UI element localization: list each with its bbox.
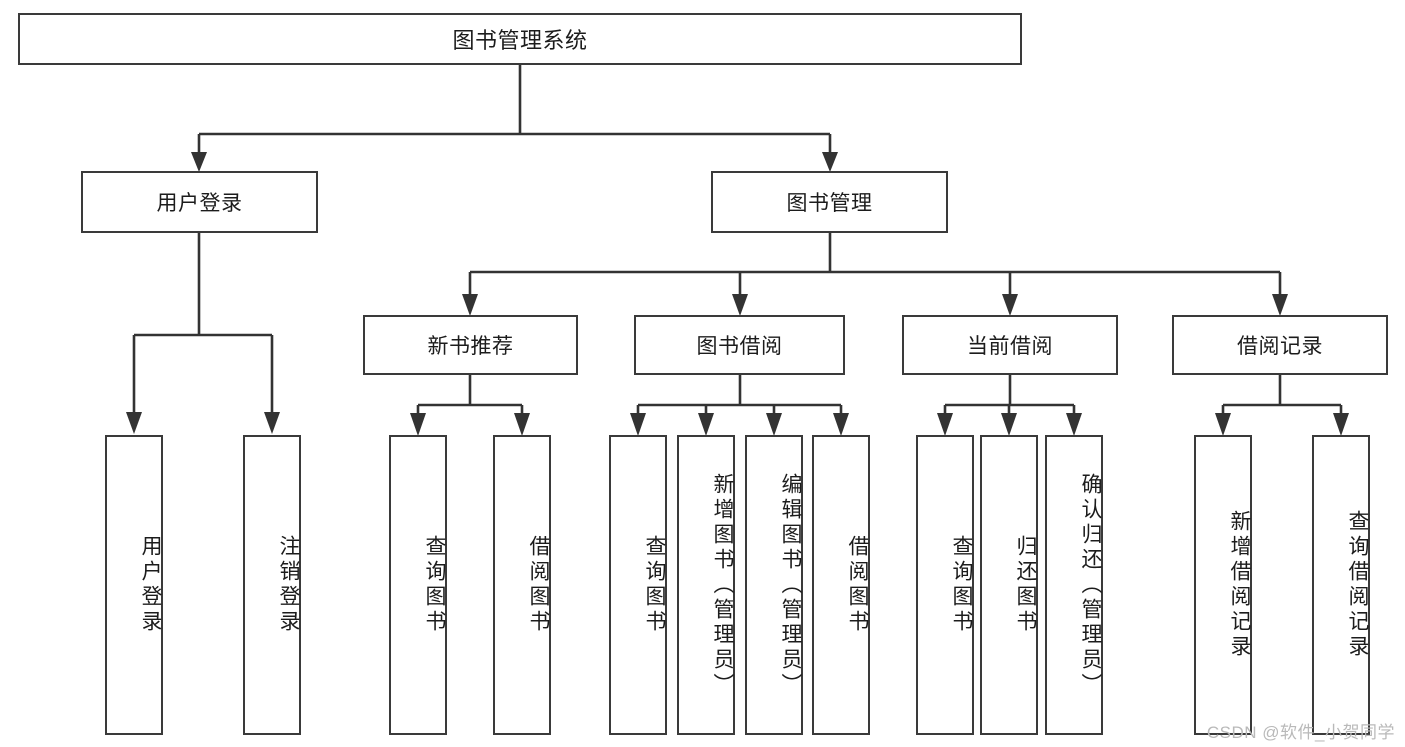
leaf-borrow-book-2-label: 借阅图书 <box>846 535 869 635</box>
node-book-borrow[interactable]: 图书借阅 <box>634 315 845 375</box>
node-borrow-record-label: 借阅记录 <box>1237 335 1323 358</box>
leaf-edit-book[interactable]: 编辑图书（管理员） <box>745 435 803 735</box>
node-current-borrow-label: 当前借阅 <box>967 335 1053 358</box>
leaf-confirm-return[interactable]: 确认归还（管理员） <box>1045 435 1103 735</box>
node-root-system[interactable]: 图书管理系统 <box>18 13 1022 65</box>
leaf-query-book-3-label: 查询图书 <box>950 535 973 635</box>
node-user-login-label: 用户登录 <box>156 192 243 215</box>
leaf-borrow-book-1-label: 借阅图书 <box>527 535 550 635</box>
leaf-query-record-label: 查询借阅记录 <box>1346 510 1369 660</box>
leaf-query-record[interactable]: 查询借阅记录 <box>1312 435 1370 735</box>
leaf-return-book-label: 归还图书 <box>1014 535 1037 635</box>
leaf-add-book[interactable]: 新增图书（管理员） <box>677 435 735 735</box>
leaf-query-book-3[interactable]: 查询图书 <box>916 435 974 735</box>
leaf-logout-login-label: 注销登录 <box>277 535 300 635</box>
leaf-query-book-2[interactable]: 查询图书 <box>609 435 667 735</box>
node-new-book-recommend[interactable]: 新书推荐 <box>363 315 578 375</box>
node-book-manage[interactable]: 图书管理 <box>711 171 948 233</box>
leaf-edit-book-label: 编辑图书（管理员） <box>779 472 802 698</box>
leaf-add-book-label: 新增图书（管理员） <box>711 472 734 698</box>
leaf-add-record[interactable]: 新增借阅记录 <box>1194 435 1252 735</box>
leaf-user-login-label: 用户登录 <box>139 535 162 635</box>
node-borrow-record[interactable]: 借阅记录 <box>1172 315 1388 375</box>
node-new-book-recommend-label: 新书推荐 <box>427 335 514 358</box>
watermark: CSDN @软件_小贺同学 <box>1206 723 1395 742</box>
leaf-borrow-book-1[interactable]: 借阅图书 <box>493 435 551 735</box>
node-book-manage-label: 图书管理 <box>786 192 873 215</box>
node-user-login[interactable]: 用户登录 <box>81 171 318 233</box>
leaf-user-login[interactable]: 用户登录 <box>105 435 163 735</box>
leaf-query-book-1-label: 查询图书 <box>423 535 446 635</box>
leaf-query-book-2-label: 查询图书 <box>643 535 666 635</box>
node-book-borrow-label: 图书借阅 <box>696 335 783 358</box>
leaf-borrow-book-2[interactable]: 借阅图书 <box>812 435 870 735</box>
leaf-confirm-return-label: 确认归还（管理员） <box>1079 472 1102 698</box>
leaf-query-book-1[interactable]: 查询图书 <box>389 435 447 735</box>
leaf-add-record-label: 新增借阅记录 <box>1228 510 1251 660</box>
node-current-borrow[interactable]: 当前借阅 <box>902 315 1118 375</box>
leaf-return-book[interactable]: 归还图书 <box>980 435 1038 735</box>
leaf-logout-login[interactable]: 注销登录 <box>243 435 301 735</box>
node-root-system-label: 图书管理系统 <box>452 28 588 53</box>
